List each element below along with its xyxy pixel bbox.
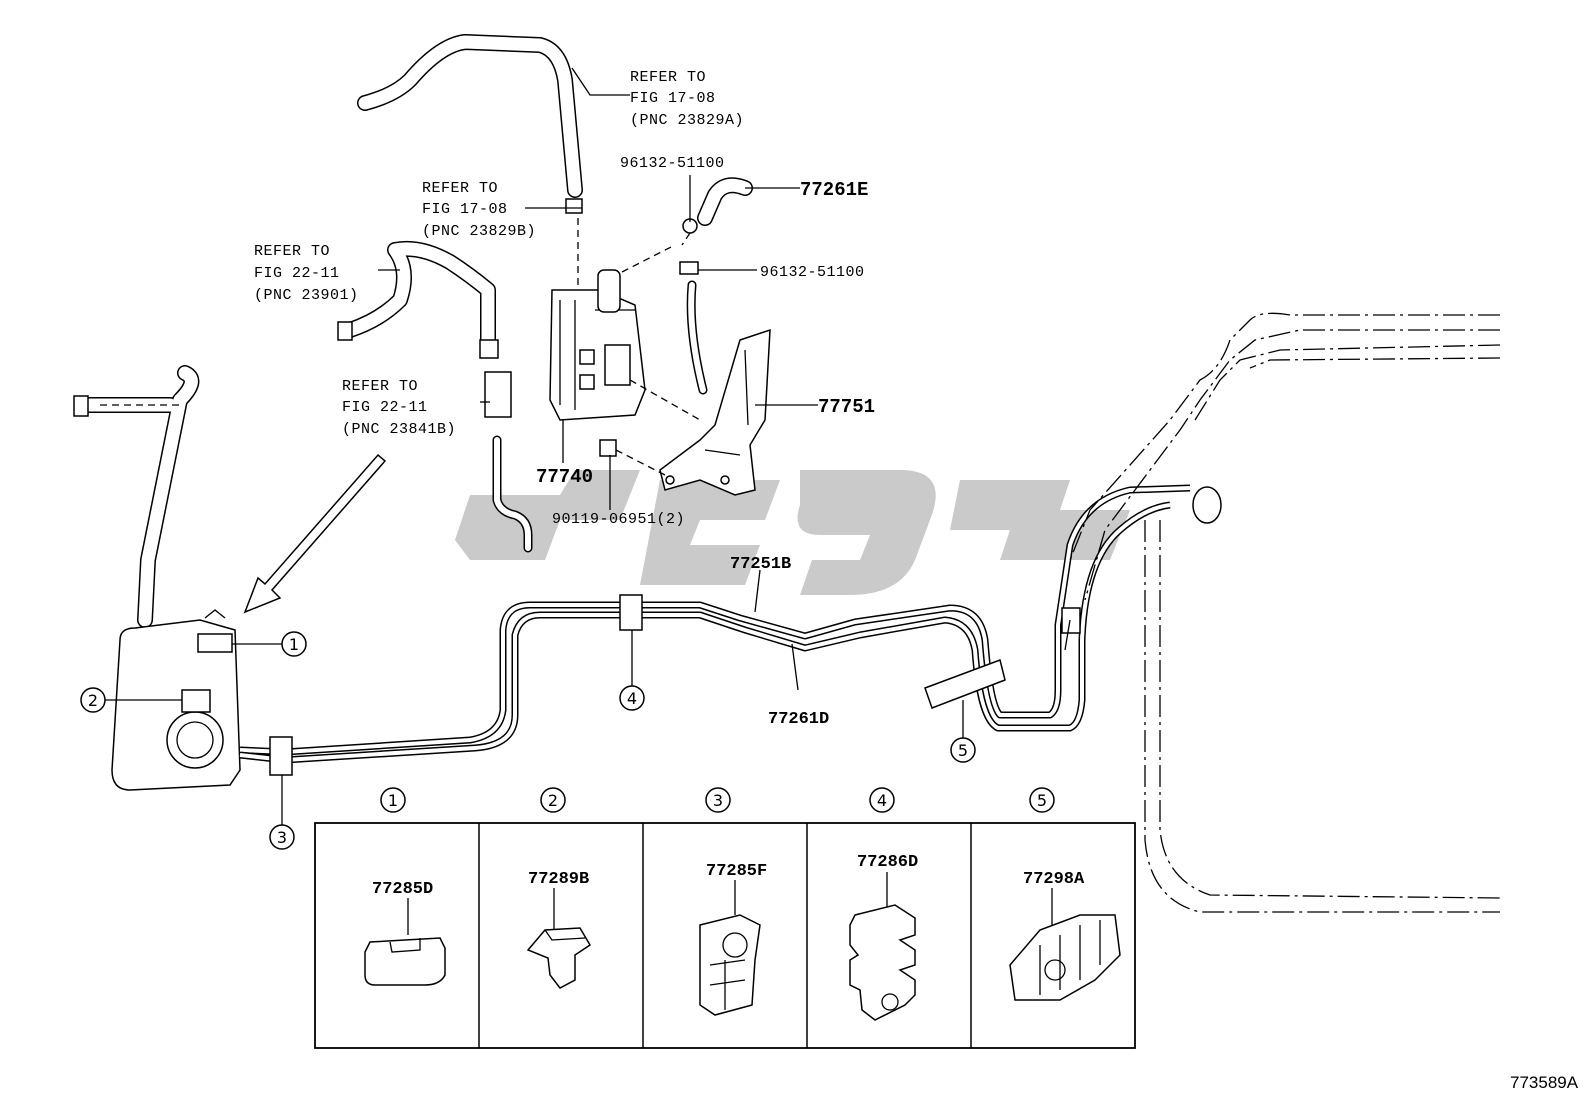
bracket-77751 (659, 328, 771, 496)
column-part-number: 77289B (528, 870, 589, 889)
callout-2: 2 (80, 687, 106, 713)
refer-line-2: FIG 17-08 (630, 90, 716, 107)
fuel-lines (239, 484, 1222, 776)
part-label-bolt: 90119-06951(2) (552, 511, 685, 528)
part-label-77261e: 77261E (800, 179, 868, 201)
purge-hose (337, 240, 533, 553)
part-label-77251b: 77251B (730, 555, 791, 574)
table-column-4: 4 77286D (849, 787, 918, 1021)
table-column-2: 2 77289B (526, 787, 592, 989)
callout-3: 3 (269, 824, 295, 850)
column-part-number: 77286D (857, 853, 918, 872)
refer-note-23829a: REFER TO FIG 17-08 (PNC 23829A) (630, 69, 744, 129)
watermark-logo (455, 470, 1130, 595)
leader-lines (105, 67, 964, 825)
bolt-90119 (599, 439, 666, 476)
refer-line-3: (PNC 23841B) (342, 421, 456, 438)
callout-1: 1 (281, 631, 307, 657)
part-label-77751: 77751 (818, 396, 875, 418)
refer-note-23841b: REFER TO FIG 22-11 (PNC 23841B) (342, 378, 456, 438)
part-label-77740: 77740 (536, 466, 593, 488)
table-column-5: 5 77298A (1009, 787, 1121, 1001)
refer-line-1: REFER TO (630, 69, 706, 86)
column-part-number: 77298A (1023, 870, 1085, 889)
column-part-number: 77285F (706, 862, 767, 881)
column-number: 3 (713, 791, 723, 810)
svg-text:4: 4 (627, 689, 637, 708)
column-number: 4 (877, 791, 887, 810)
diagram-id: 773589A (1510, 1073, 1579, 1092)
column-number: 2 (548, 791, 558, 810)
svg-text:5: 5 (958, 741, 968, 760)
refer-line-2: FIG 17-08 (422, 201, 508, 218)
refer-note-23829b: REFER TO FIG 17-08 (PNC 23829B) (422, 180, 536, 240)
direction-arrow (243, 453, 387, 614)
part-label-clamp-b: 96132-51100 (760, 264, 865, 281)
clamp-table: 1 77285D 2 77289B 3 77285F (314, 787, 1136, 1049)
refer-line-1: REFER TO (254, 243, 330, 260)
column-number: 5 (1037, 791, 1047, 810)
column-number: 1 (388, 791, 398, 810)
part-label-77261d: 77261D (768, 710, 829, 729)
refer-line-3: (PNC 23829A) (630, 112, 744, 129)
upper-vent-hose (357, 34, 583, 290)
refer-line-2: FIG 22-11 (342, 399, 428, 416)
refer-line-2: FIG 22-11 (254, 265, 340, 282)
refer-line-1: REFER TO (342, 378, 418, 395)
table-column-3: 3 77285F (699, 787, 767, 1016)
body-frame (1069, 312, 1501, 913)
part-label-clamp-a: 96132-51100 (620, 155, 725, 172)
svg-text:2: 2 (88, 691, 98, 710)
svg-text:1: 1 (289, 635, 299, 654)
hose-77261e (679, 177, 753, 395)
refer-line-1: REFER TO (422, 180, 498, 197)
table-column-1: 1 77285D (364, 787, 446, 986)
svg-text:3: 3 (277, 828, 287, 847)
callout-4: 4 (619, 685, 645, 711)
refer-line-3: (PNC 23829B) (422, 223, 536, 240)
charcoal-canister (549, 244, 701, 421)
fuel-tank-area (73, 365, 241, 791)
callout-5: 5 (950, 737, 976, 763)
refer-line-3: (PNC 23901) (254, 287, 359, 304)
refer-note-23901: REFER TO FIG 22-11 (PNC 23901) (254, 243, 359, 304)
column-part-number: 77285D (372, 880, 433, 899)
